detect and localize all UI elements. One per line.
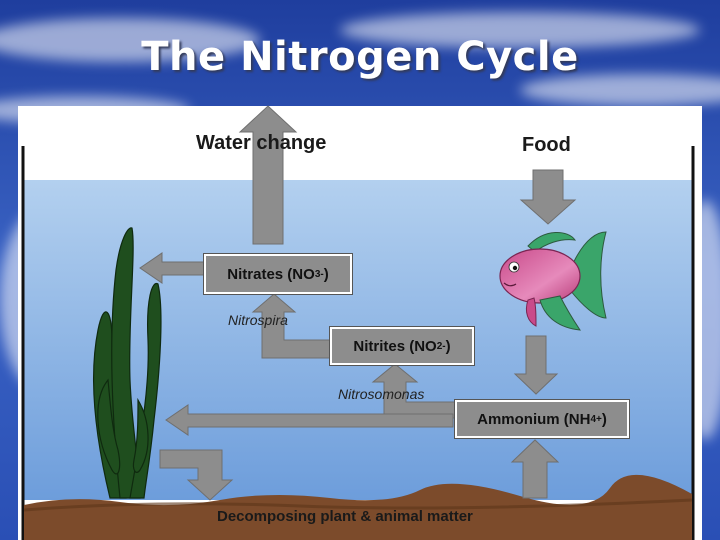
nitrates-subscript: 3 [314,268,321,280]
fish [499,231,607,331]
ammonium-text: Ammonium (NH [477,410,591,428]
decomposing-label: Decomposing plant & animal matter [217,508,473,525]
nitrites-to-nitrates-arrow [251,293,331,359]
water-change-label: Water change [196,132,327,154]
ammonium-superscript: + [596,413,602,425]
nitrites-superscript: - [442,340,446,352]
ammonium-to-plant-arrow [165,404,454,436]
water-change-arrow [238,105,298,245]
ammonium-subscript: 4 [590,413,597,425]
nitrites-text: Nitrites (NO [353,337,437,355]
fish-to-ammonium-arrow [513,335,559,395]
nitrates-to-plant-arrow [139,252,205,284]
decomposing-to-ammonium-arrow [510,439,560,499]
aquatic-plant [92,227,162,499]
nitrates-text: Nitrates (NO [227,265,315,283]
food-label: Food [522,134,571,156]
nitrates-close: ) [323,265,329,283]
nitrospira-label: Nitrospira [228,312,288,328]
plant-to-sediment-arrow [159,449,234,501]
nitrites-subscript: 2 [436,340,443,352]
nitrosomonas-label: Nitrosomonas [338,386,425,402]
nitrates-superscript: - [320,268,324,280]
ammonium-close: ) [601,410,607,428]
food-arrow [519,169,577,225]
slide-title: The Nitrogen Cycle [141,34,579,80]
nitrites-close: ) [445,337,451,355]
